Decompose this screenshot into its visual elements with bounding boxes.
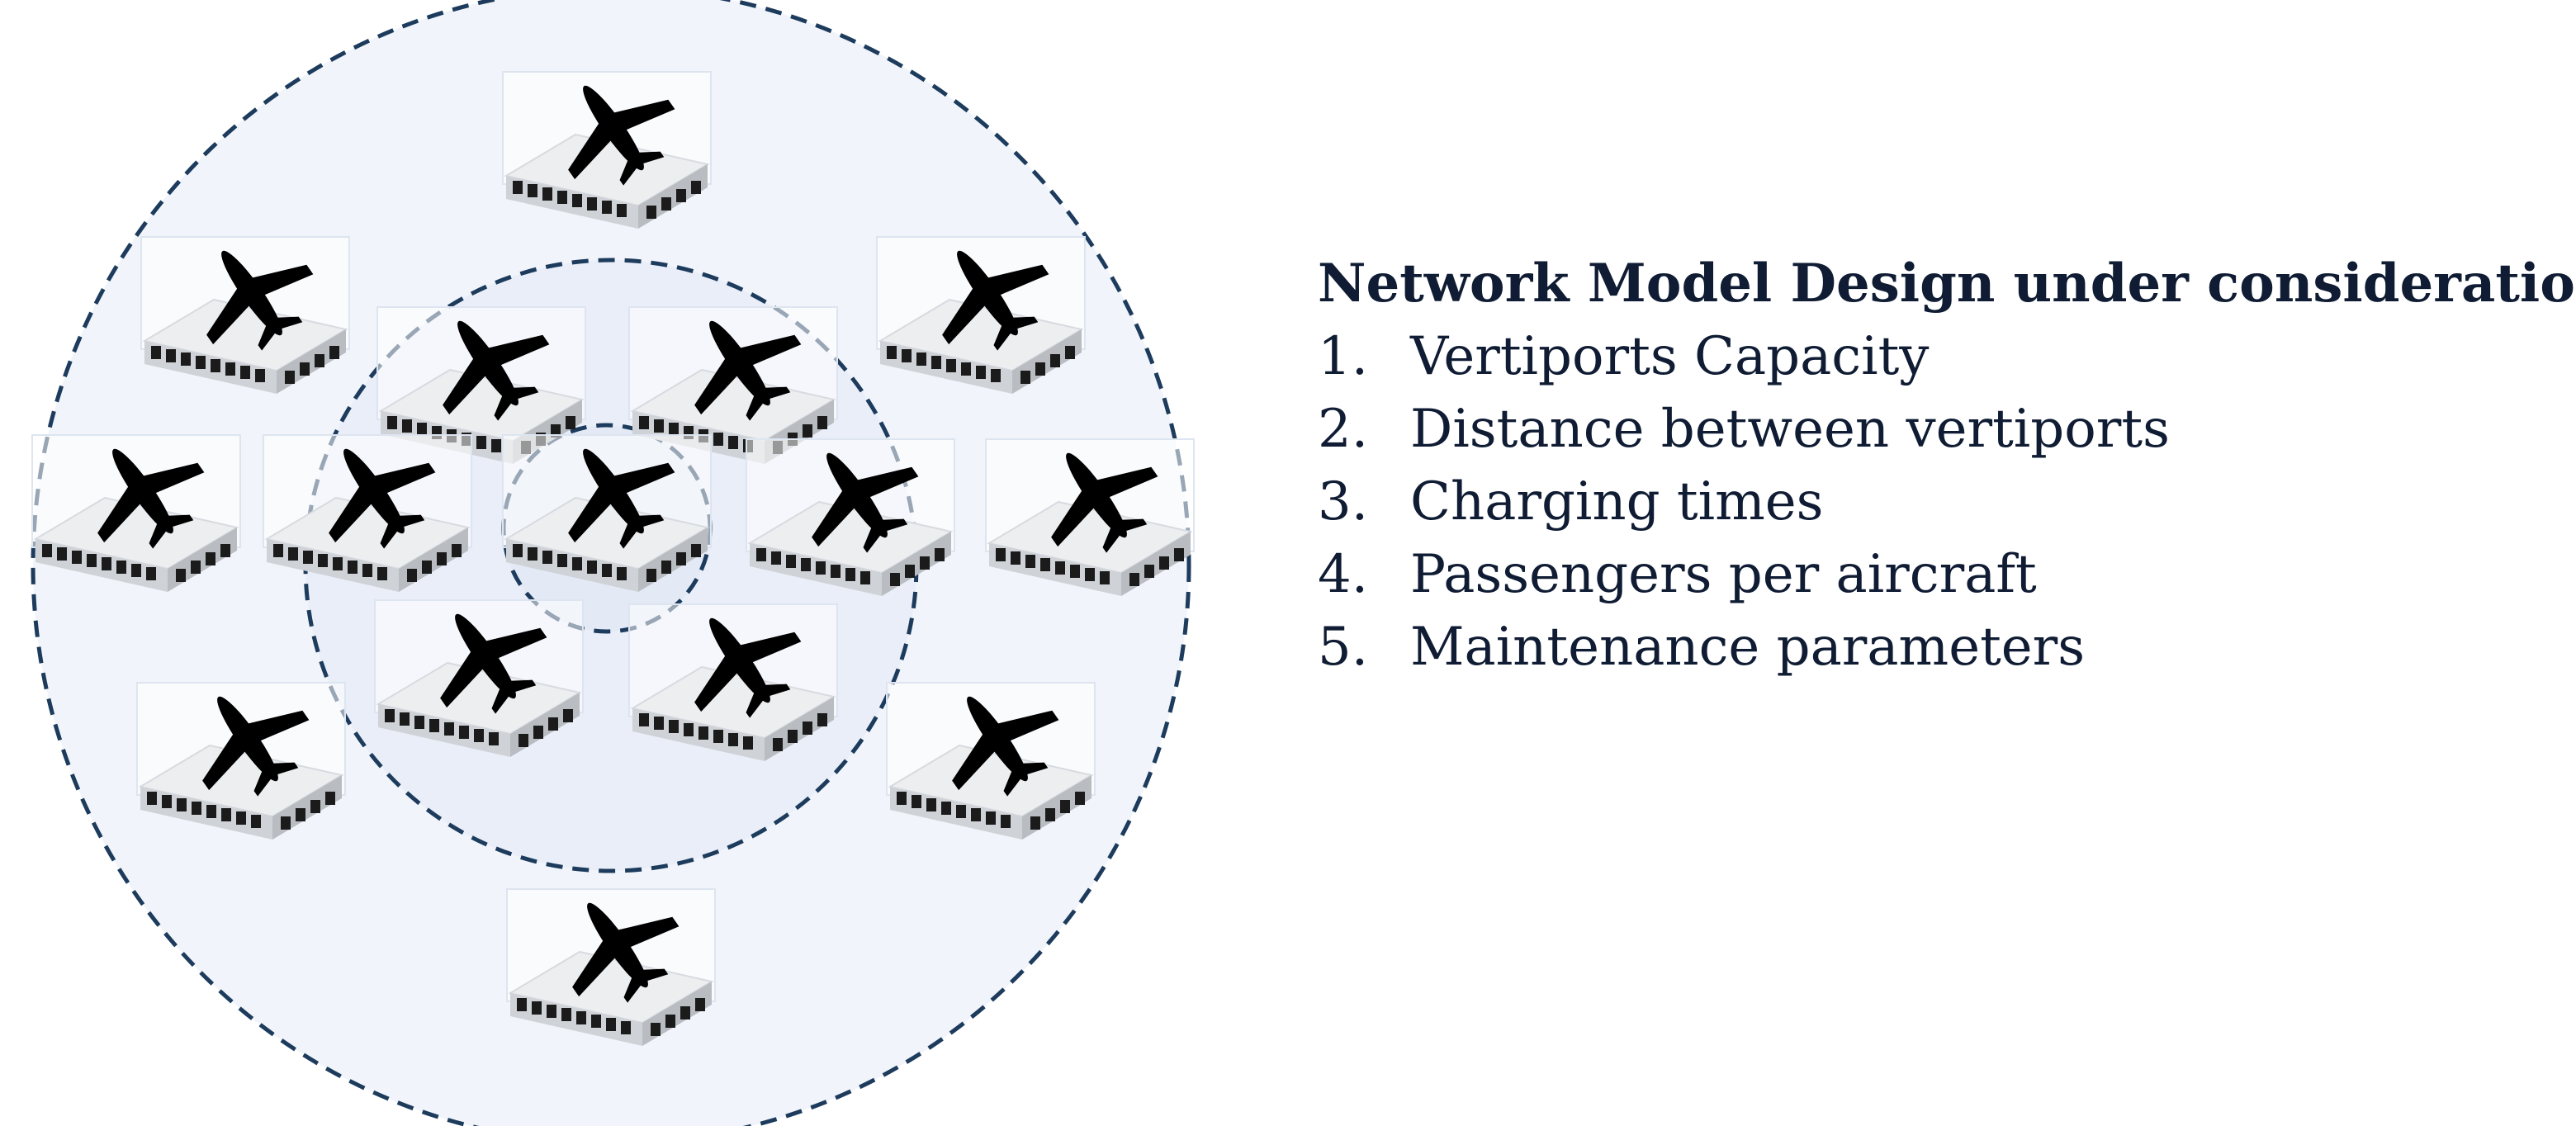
item-text: Distance between vertiports xyxy=(1410,399,2170,460)
vertiport-outer-top xyxy=(502,50,712,229)
item-text: Vertiports Capacity xyxy=(1410,326,1930,387)
vertiport-outer-lower-right xyxy=(886,660,1096,840)
item-text: Maintenance parameters xyxy=(1410,617,2086,678)
item-number: 2. xyxy=(1318,399,1369,460)
item-number: 4. xyxy=(1318,544,1369,605)
item-number: 5. xyxy=(1318,617,1369,678)
vertiport-outer-right xyxy=(985,417,1195,597)
list-item: 2. Distance between vertiports xyxy=(1318,393,2556,466)
item-number: 3. xyxy=(1318,471,1369,532)
vertiport-middle-lower-right xyxy=(628,582,838,762)
vertiport-outer-left xyxy=(31,413,241,593)
vertiport-outer-bottom xyxy=(506,867,716,1047)
vertiport-outer-upper-left xyxy=(140,215,350,395)
vertiport-outer-lower-left xyxy=(136,660,346,840)
panel-title: Network Model Design under consideration… xyxy=(1318,253,2576,315)
list-item: 5. Maintenance parameters xyxy=(1318,611,2556,684)
list-item: 1. Vertiports Capacity xyxy=(1318,320,2556,393)
vertiport-middle-right xyxy=(746,417,955,597)
vertiport-middle-lower-left xyxy=(374,578,584,758)
vertiport-outer-upper-right xyxy=(876,215,1086,395)
vertiport-middle-left xyxy=(263,413,472,593)
vertiport-center xyxy=(502,413,712,593)
parameter-list: 1. Vertiports Capacity 2. Distance betwe… xyxy=(1318,320,2556,684)
item-text: Charging times xyxy=(1410,471,1824,532)
design-parameters-panel: Network Model Design under consideration… xyxy=(1318,248,2576,684)
list-item: 4. Passengers per aircraft xyxy=(1318,538,2556,611)
item-number: 1. xyxy=(1318,326,1369,387)
list-item: 3. Charging times xyxy=(1318,466,2556,538)
item-text: Passengers per aircraft xyxy=(1410,544,2037,605)
vertiport-network-diagram xyxy=(31,0,1195,1126)
